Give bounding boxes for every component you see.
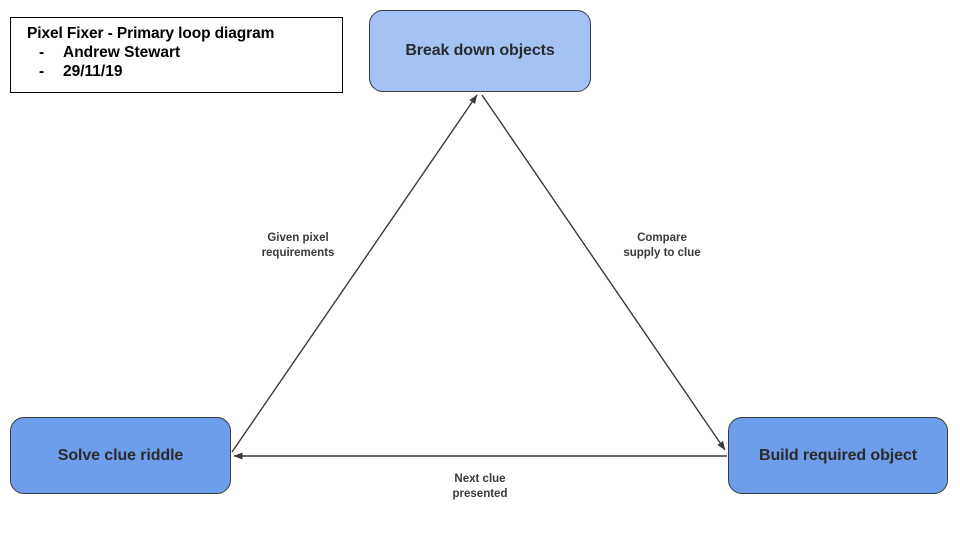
edge-solve-to-breakdown xyxy=(231,94,478,453)
edge-label-next-clue-presented: Next clue presented xyxy=(452,473,508,500)
title-list-item: - Andrew Stewart xyxy=(19,43,334,62)
diagram-title: Pixel Fixer - Primary loop diagram xyxy=(27,25,275,42)
edge-label-given-pixel-requirements: Given pixel requirements xyxy=(261,232,335,259)
node-build-required-object[interactable]: Build required object xyxy=(728,417,948,494)
edge-label-compare-supply-to-clue: Compare supply to clue xyxy=(623,232,701,259)
node-solve-clue-riddle[interactable]: Solve clue riddle xyxy=(10,417,231,494)
bullet-dash-icon: - xyxy=(39,44,45,61)
author-name: Andrew Stewart xyxy=(63,44,181,61)
node-label: Build required object xyxy=(759,446,917,464)
title-list-item: - 29/11/19 xyxy=(19,62,334,81)
edge-breakdown-to-build xyxy=(481,94,726,451)
bullet-dash-icon: - xyxy=(39,63,45,80)
diagram-date: 29/11/19 xyxy=(63,63,123,80)
node-label: Break down objects xyxy=(405,42,555,59)
node-break-down-objects[interactable]: Break down objects xyxy=(369,10,591,92)
node-label: Solve clue riddle xyxy=(57,446,184,464)
title-legend-box: Pixel Fixer - Primary loop diagram - And… xyxy=(10,17,343,93)
